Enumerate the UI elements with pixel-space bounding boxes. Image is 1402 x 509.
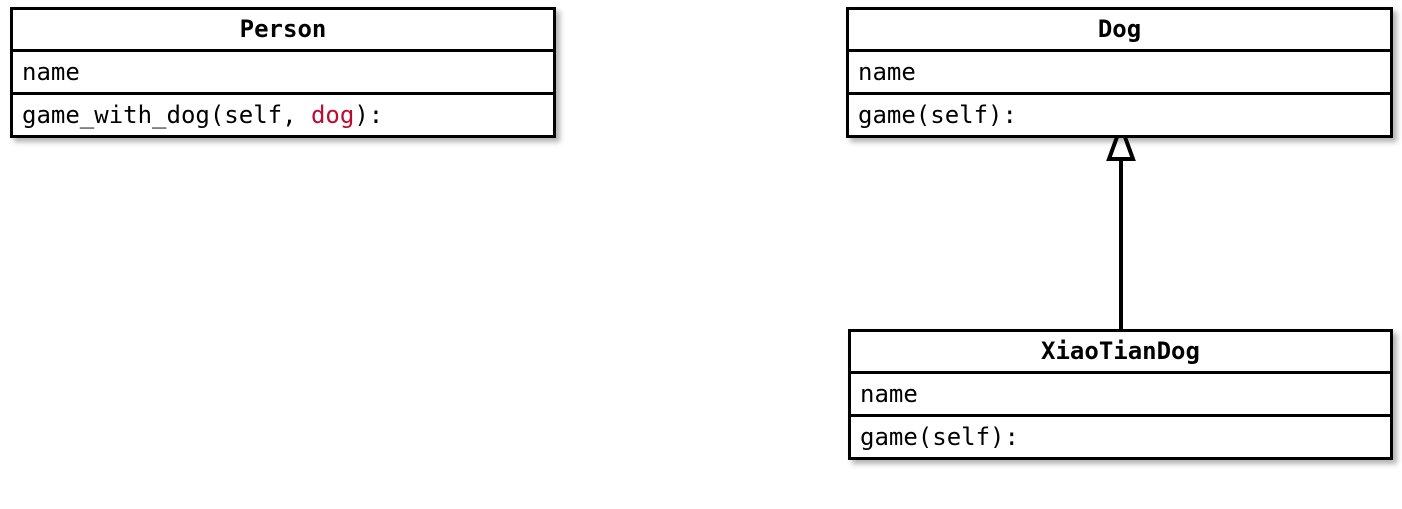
uml-class-title-dog: Dog [849,10,1390,52]
uml-attribute-xiaotiandog-name: name [851,374,1390,417]
uml-attribute-person-name: name [13,52,553,95]
uml-method-param-dog: dog [310,101,355,129]
uml-attribute-dog-name: name [849,52,1390,95]
uml-method-dog-game: game(self): [858,101,1017,129]
uml-method-xiaotiandog-game: game(self): [860,423,1019,451]
uml-class-title-xiaotiandog: XiaoTianDog [851,332,1390,374]
uml-method-suffix: ): [354,101,384,129]
uml-class-xiaotiandog[interactable]: XiaoTianDog name game(self): [848,329,1393,460]
uml-class-dog[interactable]: Dog name game(self): [846,7,1393,138]
uml-method-prefix: game_with_dog(self, [22,101,311,129]
uml-method-person-game-with-dog: game_with_dog(self, dog): [13,95,553,135]
hollow-triangle-arrowhead-icon [1106,120,1136,161]
uml-class-person[interactable]: Person name game_with_dog(self, dog): [10,7,556,138]
inheritance-arrow-xiaotiandog-to-dog [1106,120,1136,330]
uml-class-title-person: Person [13,10,553,52]
